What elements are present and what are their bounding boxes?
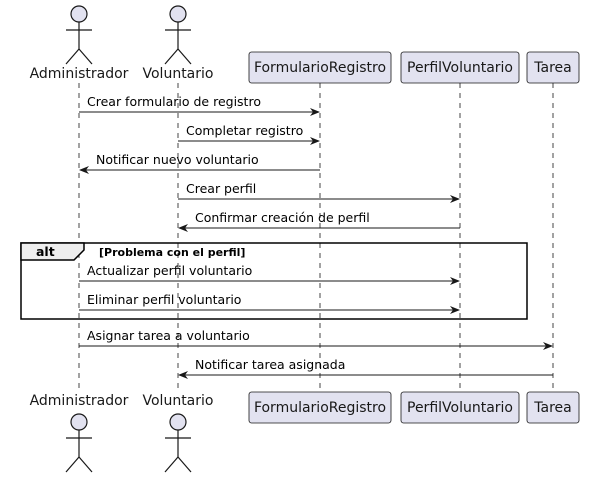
participant-top-formulario: FormularioRegistro (248, 51, 392, 84)
actor-figure-top-voluntario (164, 5, 192, 65)
message-label: Asignar tarea a voluntario (87, 328, 250, 343)
actor-leg-left (65, 456, 80, 473)
message-2: Completar registro (178, 123, 320, 145)
participant-box (400, 51, 520, 84)
participant-bottom-formulario: FormularioRegistro (248, 391, 392, 424)
actor-head (169, 5, 187, 23)
actor-figure-bottom-administrador (65, 413, 93, 473)
message-label: Crear formulario de registro (87, 94, 261, 109)
participant-box (248, 391, 392, 424)
message-label: Eliminar perfil voluntario (87, 292, 241, 307)
participant-label: FormularioRegistro (254, 60, 386, 76)
actor-leg-right (78, 48, 93, 65)
message-9: Notificar tarea asignada (178, 357, 553, 379)
actor-leg-right (177, 48, 192, 65)
participant-label: PerfilVoluntario (407, 400, 513, 416)
actor-head (70, 5, 88, 23)
message-4: Crear perfil (178, 181, 460, 203)
alt-fragment: alt [Problema con el perfil] (20, 242, 528, 320)
participant-box (248, 51, 392, 84)
message-label: Notificar nuevo voluntario (96, 152, 259, 167)
actor-label-bottom-administrador: Administrador (30, 393, 129, 409)
actor-leg-right (78, 456, 93, 473)
message-1: Crear formulario de registro (79, 94, 320, 116)
participant-box (400, 391, 520, 424)
actor-leg-left (164, 456, 179, 473)
message-5: Confirmar creación de perfil (178, 210, 460, 232)
alt-fragment-label: alt (36, 244, 55, 259)
actor-figure-bottom-voluntario (164, 413, 192, 473)
actor-label-bottom-voluntario: Voluntario (143, 393, 214, 409)
participant-box (526, 391, 580, 424)
participant-bottom-tarea: Tarea (526, 391, 580, 424)
participant-bottom-perfil: PerfilVoluntario (400, 391, 520, 424)
actor-leg-left (164, 48, 179, 65)
participant-label: PerfilVoluntario (407, 60, 513, 76)
actor-figure-top-administrador (65, 5, 93, 65)
participant-label: Tarea (533, 60, 571, 76)
participant-label: FormularioRegistro (254, 400, 386, 416)
message-label: Confirmar creación de perfil (195, 210, 370, 225)
alt-fragment-condition: [Problema con el perfil] (99, 246, 245, 259)
message-label: Completar registro (186, 123, 303, 138)
participant-box (526, 51, 580, 84)
message-6: Actualizar perfil voluntario (79, 263, 460, 285)
actor-label-top-voluntario: Voluntario (143, 66, 214, 82)
message-label: Notificar tarea asignada (195, 357, 345, 372)
actor-label-top-administrador: Administrador (30, 66, 129, 82)
alt-fragment-tab (20, 242, 85, 261)
alt-fragment-frame (20, 242, 528, 320)
participant-label: Tarea (533, 400, 571, 416)
message-label: Actualizar perfil voluntario (87, 263, 252, 278)
message-3: Notificar nuevo voluntario (79, 152, 320, 174)
message-label: Crear perfil (186, 181, 256, 196)
actor-head (70, 413, 88, 431)
participant-top-tarea: Tarea (526, 51, 580, 84)
actor-leg-right (177, 456, 192, 473)
participant-top-perfil: PerfilVoluntario (400, 51, 520, 84)
actor-head (169, 413, 187, 431)
message-8: Asignar tarea a voluntario (79, 328, 553, 350)
actor-leg-left (65, 48, 80, 65)
message-7: Eliminar perfil voluntario (79, 292, 460, 314)
